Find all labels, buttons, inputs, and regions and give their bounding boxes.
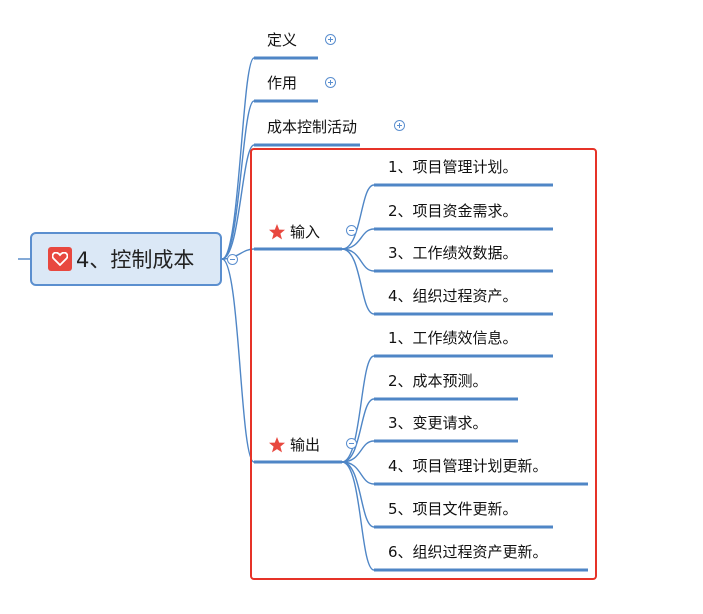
root-collapse-toggle[interactable] — [227, 254, 238, 265]
root-topic-label: 4、控制成本 — [76, 248, 195, 272]
branch-definition-expand-toggle[interactable] — [325, 34, 336, 45]
branch-purpose[interactable]: 作用 — [267, 74, 298, 92]
output-item[interactable]: 1、工作绩效信息。 — [388, 329, 518, 347]
highlight-frame — [250, 148, 597, 580]
root-topic[interactable]: 4、控制成本 — [30, 232, 222, 286]
star-icon — [269, 437, 285, 453]
output-item[interactable]: 2、成本预测。 — [388, 372, 488, 390]
branch-inputs-collapse-toggle[interactable] — [346, 225, 357, 236]
output-item[interactable]: 4、项目管理计划更新。 — [388, 457, 548, 475]
input-item[interactable]: 4、组织过程资产。 — [388, 287, 518, 305]
input-item[interactable]: 2、项目资金需求。 — [388, 202, 518, 220]
input-item[interactable]: 3、工作绩效数据。 — [388, 244, 518, 262]
branch-outputs-collapse-toggle[interactable] — [346, 438, 357, 449]
branch-inputs[interactable]: 输入 — [290, 223, 321, 241]
branch-cost-control-activities-expand-toggle[interactable] — [394, 120, 405, 131]
output-item[interactable]: 6、组织过程资产更新。 — [388, 543, 548, 561]
branch-purpose-expand-toggle[interactable] — [325, 77, 336, 88]
output-item[interactable]: 3、变更请求。 — [388, 414, 488, 432]
branch-outputs[interactable]: 输出 — [290, 436, 321, 454]
branch-definition[interactable]: 定义 — [267, 31, 298, 49]
heart-icon — [48, 247, 72, 271]
input-item[interactable]: 1、项目管理计划。 — [388, 158, 518, 176]
output-item[interactable]: 5、项目文件更新。 — [388, 500, 518, 518]
star-icon — [269, 224, 285, 240]
branch-cost-control-activities[interactable]: 成本控制活动 — [267, 118, 358, 136]
